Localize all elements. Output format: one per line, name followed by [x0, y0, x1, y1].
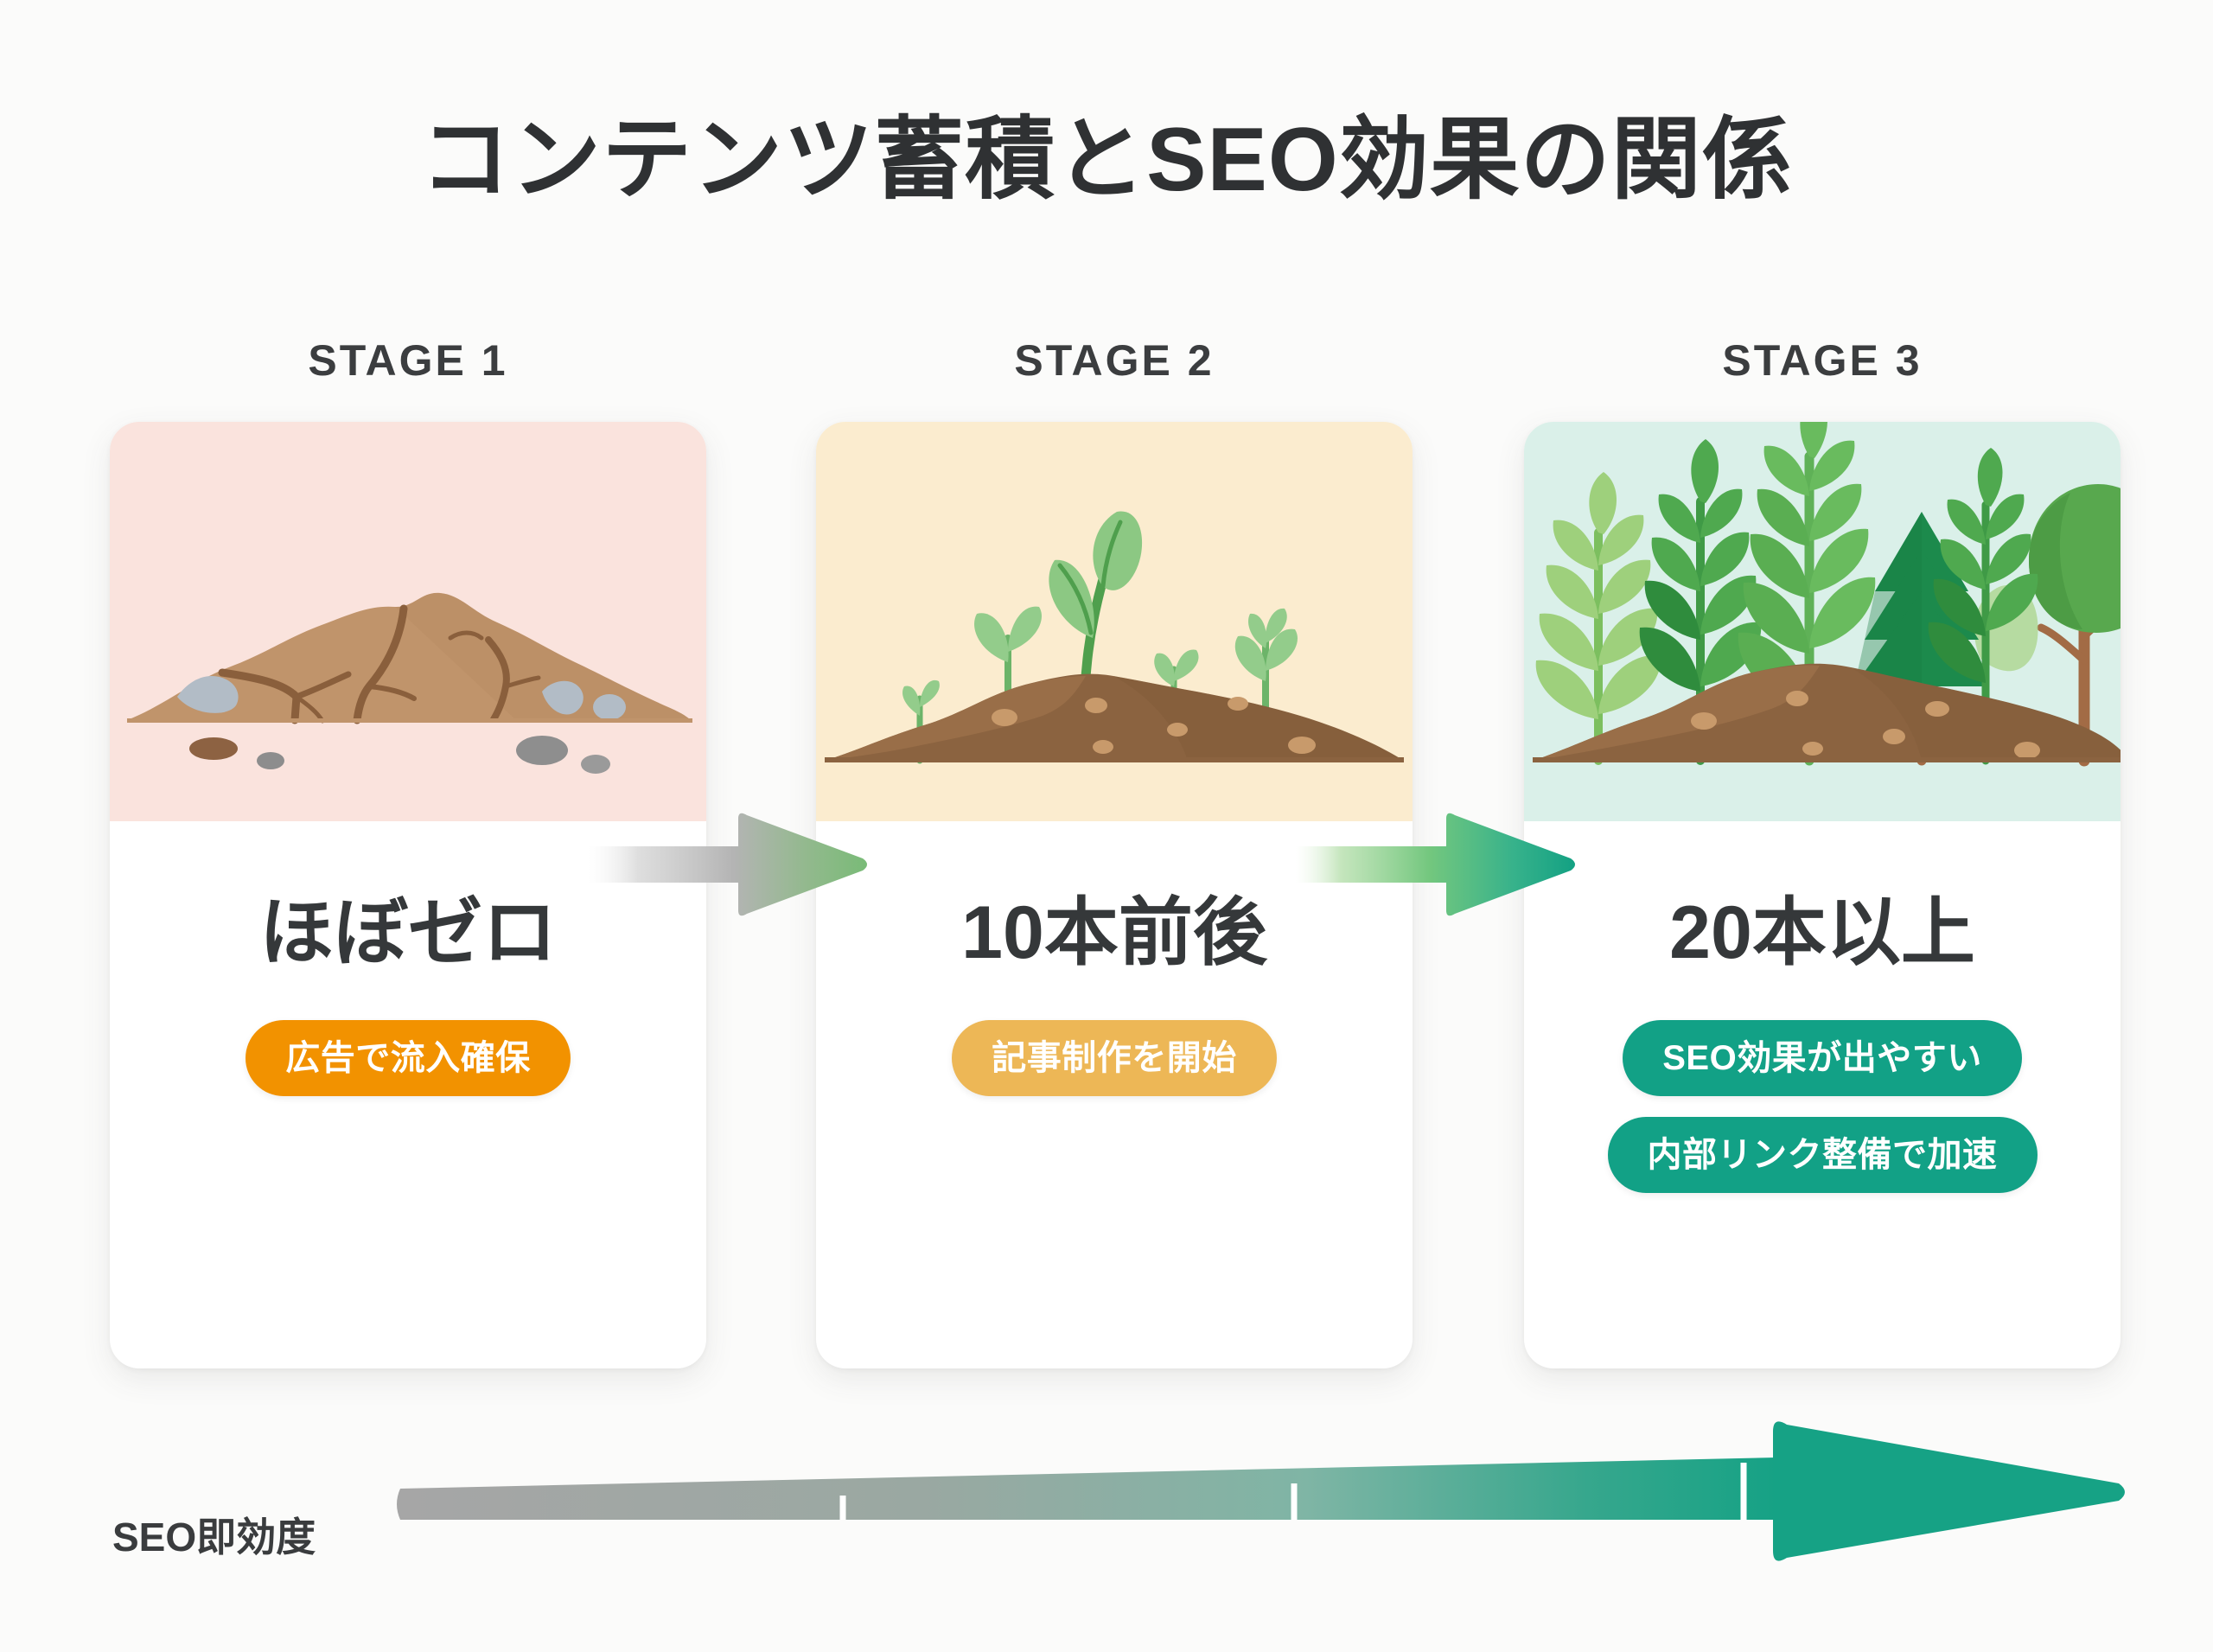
stage-badges-3: SEO効果が出やすい 内部リンク整備で加速	[1607, 1020, 2038, 1193]
stage-headline-2: 10本前後	[961, 891, 1267, 974]
stage-label-1: STAGE 1	[308, 336, 508, 385]
stage-headline-3: 20本以上	[1669, 891, 1975, 974]
stage-card-body-1: ほぼゼロ 広告で流入確保	[110, 821, 706, 1368]
forest-on-soil-mound-icon	[1524, 422, 2121, 821]
axis-ticks	[839, 1463, 1747, 1520]
stage-label-2: STAGE 2	[1014, 336, 1215, 385]
stage-card-2[interactable]: 10本前後 記事制作を開始	[816, 422, 1413, 1368]
axis-label-seo-speed: SEO即効度	[112, 1515, 316, 1560]
stage-headline-1: ほぼゼロ	[259, 891, 557, 974]
arrow-stage1-to-stage2	[584, 808, 870, 921]
seo-speed-gradient-arrow	[393, 1409, 2131, 1582]
arrow-stage2-to-stage3	[1292, 808, 1578, 921]
stage-badges-2: 記事制作を開始	[952, 1020, 1277, 1096]
soil-mound-with-sprouts-icon	[816, 422, 1413, 821]
badge-seo-effective[interactable]: SEO効果が出やすい	[1623, 1020, 2022, 1096]
badge-internal-links[interactable]: 内部リンク整備で加速	[1607, 1117, 2038, 1193]
stage-label-3: STAGE 3	[1722, 336, 1923, 385]
page-title: コンテンツ蓄積とSEO効果の関係	[420, 110, 1793, 210]
stage-card-1[interactable]: ほぼゼロ 広告で流入確保	[110, 422, 706, 1368]
stage-card-3[interactable]: 20本以上 SEO効果が出やすい 内部リンク整備で加速	[1524, 422, 2121, 1368]
stage-card-body-3: 20本以上 SEO効果が出やすい 内部リンク整備で加速	[1524, 821, 2121, 1368]
stage-card-body-2: 10本前後 記事制作を開始	[816, 821, 1413, 1368]
cracked-dry-soil-mound-icon	[110, 422, 706, 821]
badge-ad-traffic[interactable]: 広告で流入確保	[246, 1020, 571, 1096]
stage-badges-1: 広告で流入確保	[246, 1020, 571, 1096]
badge-start-writing[interactable]: 記事制作を開始	[952, 1020, 1277, 1096]
